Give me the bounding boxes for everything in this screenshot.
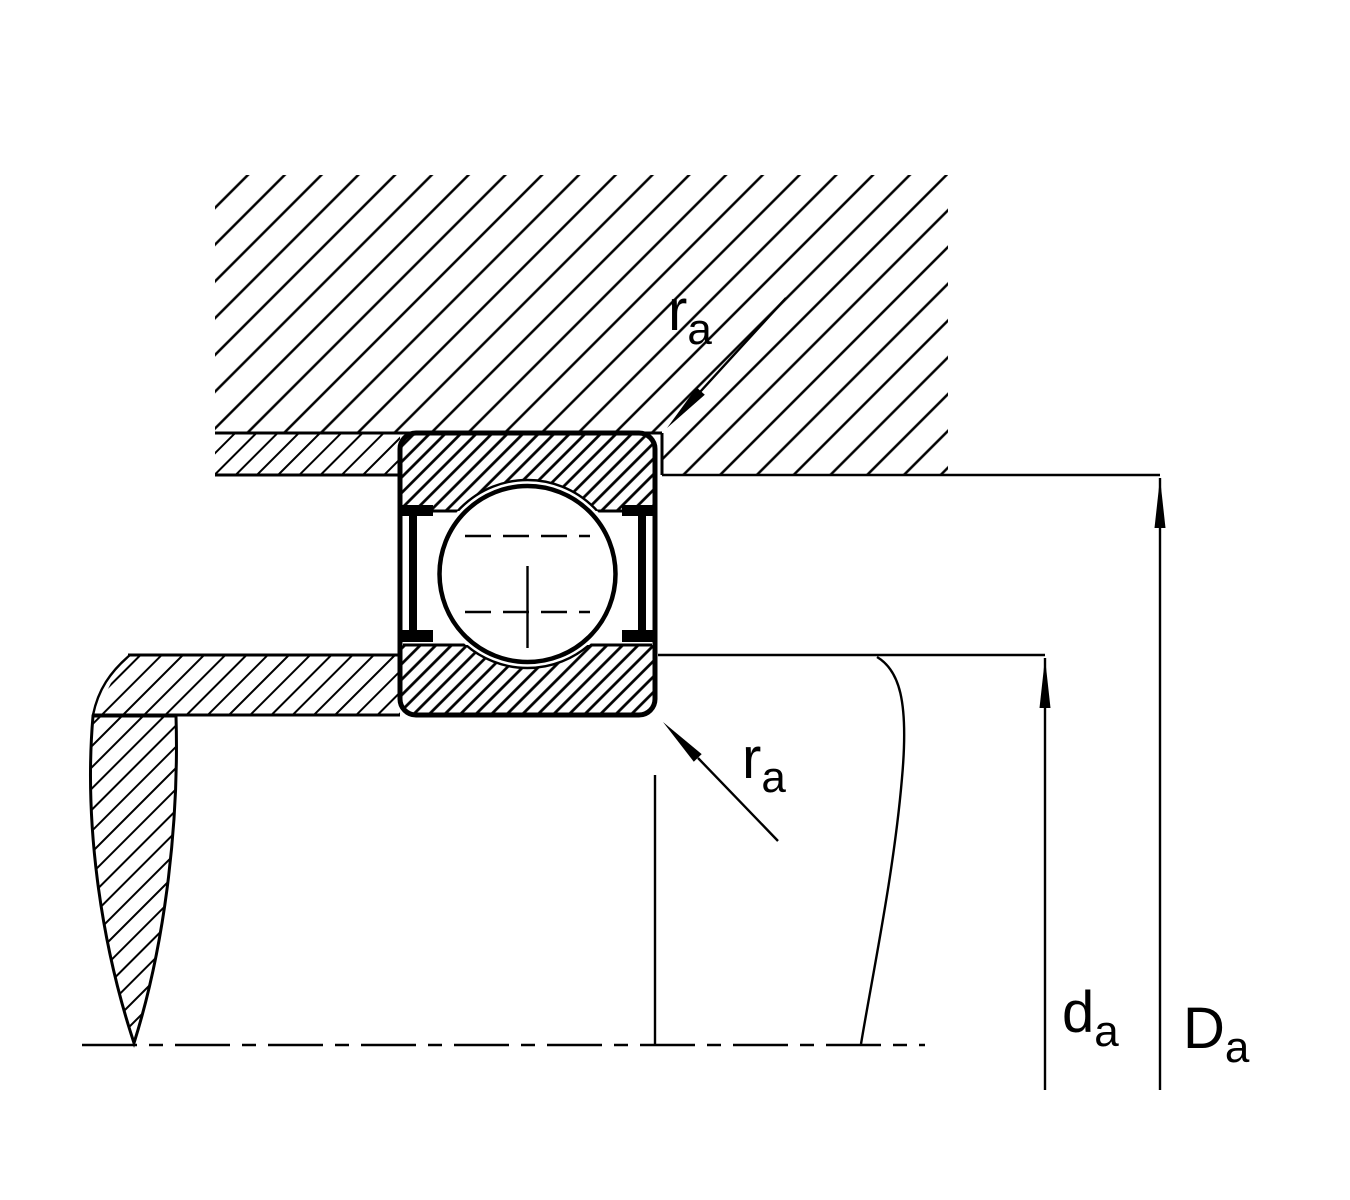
- seal-left: [401, 505, 433, 642]
- ra-bottom-arrowhead: [663, 722, 702, 762]
- shaft-shoulder-strip: [95, 655, 400, 715]
- housing-hatch-area: [215, 175, 948, 475]
- label-ra-top: ra: [668, 278, 712, 354]
- label-da: da: [1062, 980, 1119, 1056]
- leader-ra-bottom: [663, 722, 779, 842]
- shaft-end-profile-curve: [859, 655, 906, 1045]
- label-Da: Da: [1183, 996, 1250, 1072]
- da-arrowhead: [1039, 658, 1051, 708]
- leader-ra-top: [667, 297, 787, 428]
- housing-section: [215, 175, 1160, 477]
- dimension-da: [1039, 658, 1051, 1090]
- shaft-shoulder-fillet-curve: [91, 654, 131, 716]
- ball-center-marks: [465, 534, 590, 648]
- bearing-cross-section: [397, 430, 658, 718]
- shaft-section: [89, 653, 1045, 1048]
- seal-right: [622, 505, 654, 642]
- shaft-break-section: [89, 714, 178, 1048]
- label-ra-bottom: ra: [742, 726, 786, 802]
- ra-bottom-leader-line: [697, 757, 779, 842]
- ra-top-leader-line: [699, 297, 787, 393]
- housing-shoulder-strip: [215, 433, 400, 475]
- ra-top-arrowhead: [667, 387, 705, 428]
- Da-arrowhead: [1154, 478, 1166, 528]
- dimension-Da: [1154, 478, 1166, 1090]
